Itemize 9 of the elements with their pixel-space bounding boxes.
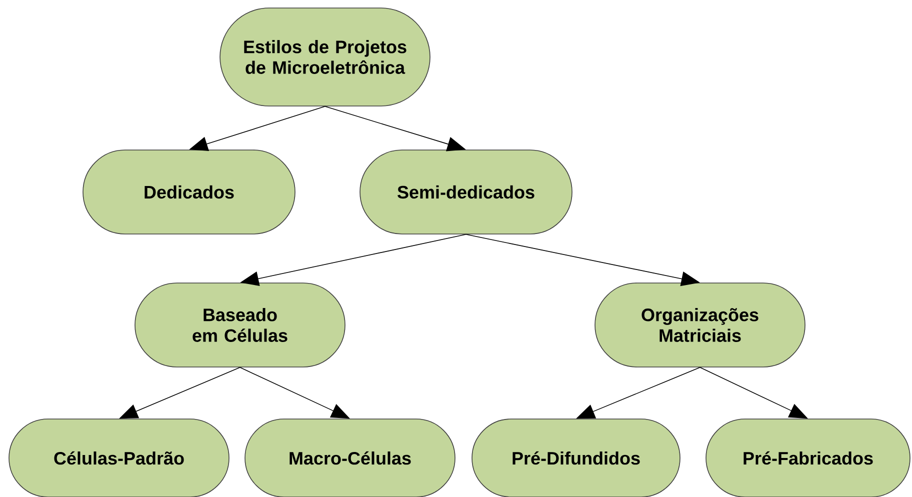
process-box: Macro-Células — [244, 418, 456, 497]
process-box: Pré-Fabricados — [706, 418, 910, 497]
process-box: Organizações Matriciais — [594, 282, 806, 368]
process-box: Baseado em Células — [134, 282, 346, 368]
process-box: Pré-Difundidos — [472, 418, 680, 497]
process-box: Células-Padrão — [8, 418, 230, 497]
process-box: Dedicados — [82, 150, 296, 234]
process-box: Semi-dedicados — [360, 150, 572, 234]
process-box: Estilos de Projetos de Microeletrônica — [220, 8, 430, 106]
